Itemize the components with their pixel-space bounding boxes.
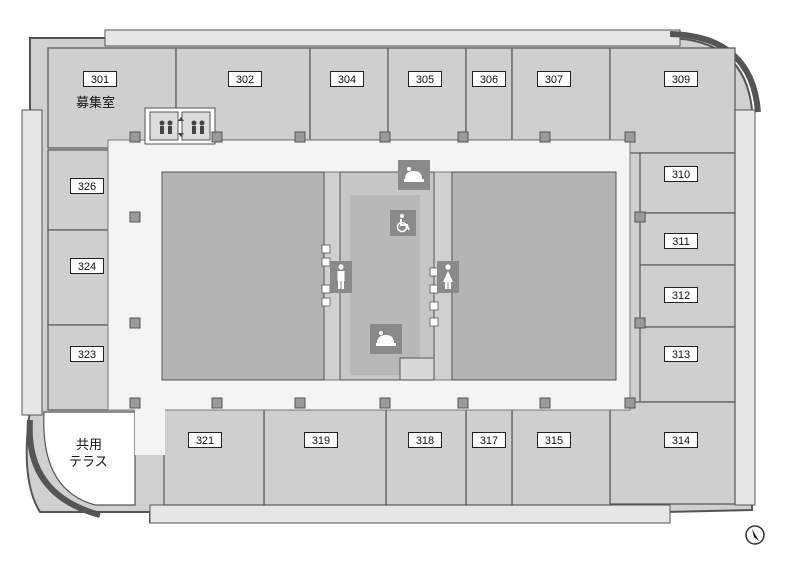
wheelchair-icon xyxy=(390,210,416,236)
room-307-label: 307 xyxy=(537,71,571,87)
elevator-icon xyxy=(154,115,210,139)
room-323-label: 323 xyxy=(70,346,104,362)
room-302-label: 302 xyxy=(228,71,262,87)
terrace-label-line1: 共用 xyxy=(76,437,103,452)
kitchenette-icon-2 xyxy=(370,324,402,354)
left-facade xyxy=(21,109,43,416)
room-311-label: 311 xyxy=(664,233,698,249)
room-319-label: 319 xyxy=(304,432,338,448)
room-318-label: 318 xyxy=(408,432,442,448)
structural-columns xyxy=(129,131,646,409)
room-326-label: 326 xyxy=(70,178,104,194)
room-314-label: 314 xyxy=(664,432,698,448)
room-walls xyxy=(47,47,736,506)
inner-block-east xyxy=(451,171,617,381)
kitchenette-icon xyxy=(398,160,430,190)
core-storage xyxy=(399,357,435,381)
room-321-label: 321 xyxy=(188,432,222,448)
restroom-fixtures xyxy=(321,244,439,327)
room-304-label: 304 xyxy=(330,71,364,87)
terrace-edge xyxy=(26,419,101,518)
north-arrow-icon xyxy=(744,524,766,546)
right-facade xyxy=(734,109,756,506)
room-315-label: 315 xyxy=(537,432,571,448)
mens-restroom-icon xyxy=(330,261,352,293)
room-305-label: 305 xyxy=(408,71,442,87)
room-309-label: 309 xyxy=(664,71,698,87)
room-301-label: 301 xyxy=(83,71,117,87)
inner-block-west xyxy=(161,171,325,381)
room-310-label: 310 xyxy=(664,166,698,182)
recruiting-room-label: 募集室 xyxy=(76,95,116,110)
terrace-label-line2: テラス xyxy=(69,454,108,469)
room-306-label: 306 xyxy=(472,71,506,87)
womens-restroom-icon xyxy=(437,261,459,293)
top-facade xyxy=(104,29,681,47)
room-317-label: 317 xyxy=(472,432,506,448)
room-312-label: 312 xyxy=(664,287,698,303)
shared-terrace xyxy=(43,411,136,506)
room-324-label: 324 xyxy=(70,258,104,274)
room-313-label: 313 xyxy=(664,346,698,362)
bottom-facade xyxy=(149,504,671,524)
